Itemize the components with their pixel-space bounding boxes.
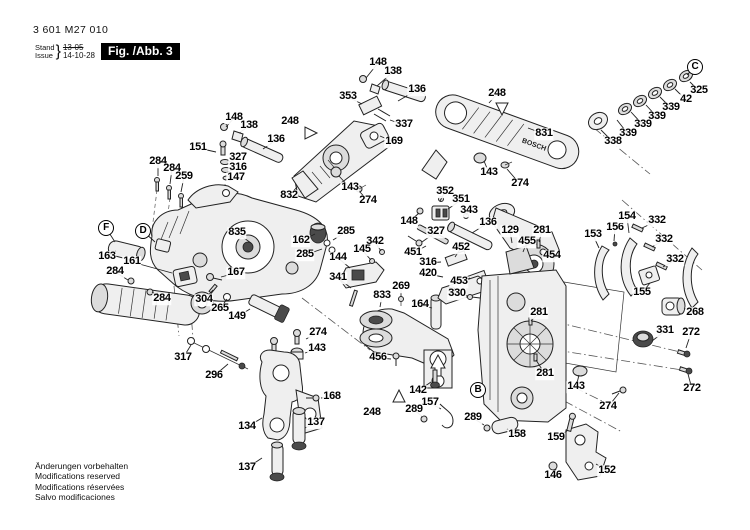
notice-en: Modifications reserved (35, 471, 121, 482)
ring-265-drawing (223, 293, 231, 301)
ring-143-mid (330, 166, 342, 178)
pin-281-mid (528, 317, 533, 326)
screw-456-drawing (392, 352, 400, 366)
pin-137-right-drawing (291, 407, 307, 451)
revision-block: Stand Issue } 13-05 14-10-28 (35, 43, 95, 61)
old-revision-date: 13-05 (62, 42, 84, 52)
pin-342-drawing (379, 249, 385, 255)
screw-142-drawing (430, 369, 440, 389)
pin-156-drawing (612, 241, 618, 247)
screw-284-d (146, 288, 154, 296)
notice-fr: Modifications réservées (35, 481, 125, 492)
ball-343-drawing (463, 213, 469, 219)
cable-clip-drawing (420, 403, 519, 435)
arm-832-drawing (220, 75, 426, 203)
figure-number-badge: Fig. /Abb. 3 (101, 43, 180, 60)
pin-164-drawing (430, 294, 442, 330)
screw-330-drawing (467, 294, 481, 300)
clamp-161-drawing (172, 265, 198, 288)
plate-452-drawing (444, 250, 468, 267)
yoke-134-drawing (259, 329, 323, 482)
screw-159-drawing (566, 412, 576, 432)
screws-272-drawing (676, 349, 693, 375)
document-part-number: 3 601 M27 010 (33, 24, 109, 36)
pin-281-top (536, 239, 541, 249)
notice-de: Änderungen vorbehalten (35, 461, 129, 471)
screw-151-stack-drawing (219, 140, 232, 181)
screw-274-right (611, 386, 627, 395)
screws-284-259-drawing (154, 177, 184, 208)
bolt-149-drawing (248, 294, 290, 323)
screw-269-drawing (398, 296, 404, 306)
pin-136-right-drawing (447, 221, 493, 251)
clip-138-left-drawing (231, 130, 244, 143)
stand-label: Stand (35, 42, 55, 52)
revision-brace: } (55, 43, 61, 60)
pin-281-low (533, 353, 538, 362)
housing-835-drawing (90, 140, 328, 370)
issue-label: Issue (35, 51, 53, 60)
bushing-143-top (473, 152, 487, 164)
bracket-152-drawing (548, 412, 607, 481)
bolt-148-top-drawing (359, 75, 367, 83)
screw-289-right (483, 424, 491, 432)
screws-317-296-drawing (187, 337, 249, 370)
screw-168-drawing (306, 394, 320, 402)
pin-137-left-drawing (269, 441, 285, 482)
arm-831-clevis (421, 149, 448, 180)
legal-notices: Änderungen vorbehalten Modifications res… (35, 461, 128, 503)
screw-352-drawing (438, 196, 444, 202)
spindle-housing-drawing (90, 283, 201, 326)
clip-138-top-drawing (369, 83, 381, 95)
pin-145-drawing (369, 258, 375, 264)
block-155-drawing (638, 265, 661, 286)
plug-163-drawing (107, 240, 146, 262)
knob-268-drawing (661, 297, 686, 316)
bolt-148-left-drawing (220, 123, 228, 131)
direction-arrow (430, 353, 446, 377)
block-351-drawing (431, 205, 450, 221)
bushing-143-right (572, 365, 588, 377)
screws-332-drawing (631, 223, 668, 271)
screw-327-right-drawing (407, 235, 423, 247)
bevel-housing-drawing (477, 202, 627, 423)
bolt-148-right-drawing (416, 207, 424, 215)
lever-set-drawing (594, 223, 699, 309)
screw-341-drawing (348, 289, 359, 307)
washer-stack-drawing (588, 69, 694, 131)
screw-284-c (127, 277, 135, 285)
current-revision-date: 14-10-28 (62, 51, 95, 60)
screw-289-left (420, 415, 428, 423)
ring-331-drawing (632, 330, 654, 348)
cap-d-drawing (154, 238, 172, 253)
pin-136-top-drawing (381, 79, 426, 103)
bellcrank-833-drawing (359, 294, 455, 389)
notice-es: Salvo modificaciones (35, 492, 115, 503)
plate-353-drawing (358, 95, 383, 116)
screw-167-drawing (206, 273, 223, 281)
pin-136-left-drawing (240, 136, 284, 163)
arm-831-drawing: BOSCH (421, 94, 580, 180)
nut-146-drawing (548, 461, 558, 471)
bracket-144-drawing (339, 261, 385, 289)
